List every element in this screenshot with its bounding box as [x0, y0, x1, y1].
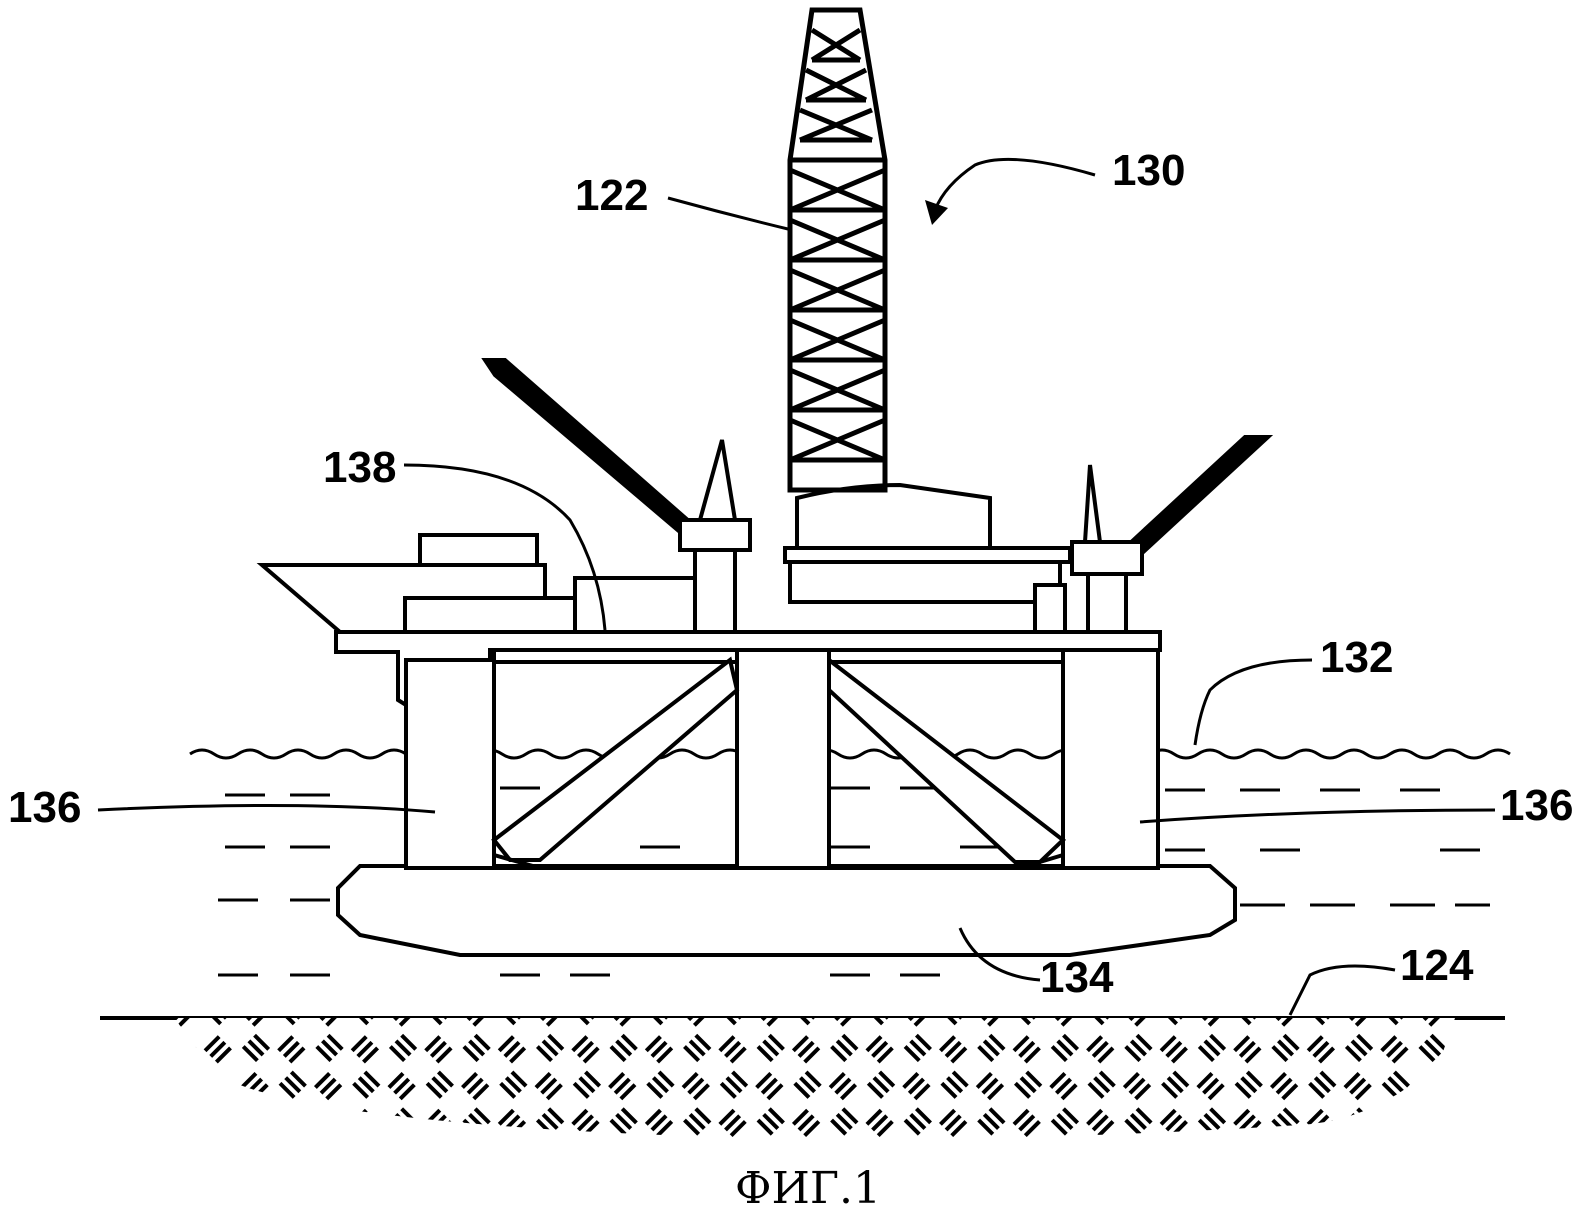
left-crane	[481, 358, 752, 634]
label-136-left: 136	[8, 783, 81, 832]
leader-lines	[97, 157, 1496, 1016]
main-deck	[256, 482, 1162, 709]
label-138: 138	[323, 443, 396, 492]
right-crane	[1070, 435, 1274, 634]
label-132: 132	[1320, 633, 1393, 682]
figure-caption: ФИГ.1	[735, 1163, 881, 1214]
water-surface	[189, 748, 1511, 760]
columns	[404, 630, 1160, 870]
seabed	[100, 1016, 1505, 1139]
reference-labels: 130 122 138 132 136 136 134 124	[8, 146, 1573, 1002]
label-136-right: 136	[1500, 781, 1573, 830]
label-130: 130	[1112, 146, 1185, 195]
label-124: 124	[1400, 941, 1474, 990]
label-134: 134	[1040, 953, 1114, 1002]
derrick	[787, 7, 888, 493]
bracing	[491, 655, 1067, 870]
label-122: 122	[575, 171, 648, 220]
pontoon	[336, 864, 1237, 957]
